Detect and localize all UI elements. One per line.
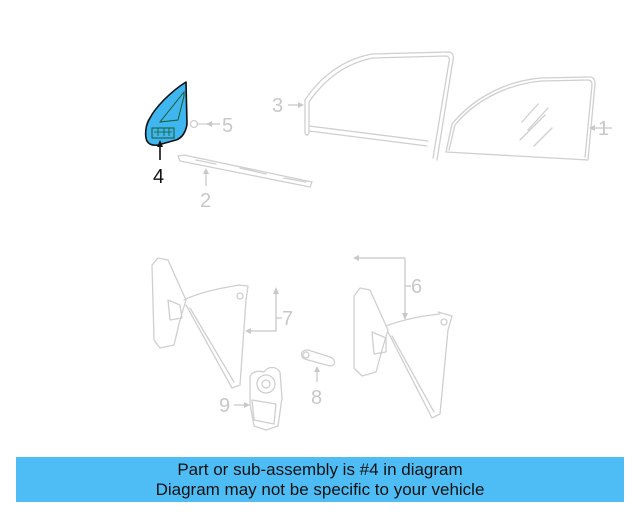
part-3-door-frame-weatherstrip — [304, 51, 454, 161]
svg-text:2: 2 — [200, 190, 211, 212]
svg-text:6: 6 — [411, 276, 422, 298]
callout-9[interactable]: 9 — [219, 395, 250, 417]
banner-part-note: Part or sub-assembly is #4 in diagram — [177, 459, 463, 479]
callout-6[interactable]: 6 — [353, 255, 422, 320]
part-5-screw — [189, 119, 208, 129]
part-8-clip — [300, 349, 336, 367]
callout-3[interactable]: 3 — [272, 95, 304, 117]
part-6-window-regulator-right — [353, 287, 453, 419]
part-9-window-motor — [249, 366, 283, 431]
svg-text:9: 9 — [219, 395, 230, 417]
svg-text:3: 3 — [272, 95, 283, 117]
part-1-door-glass — [445, 76, 596, 161]
callout-8[interactable]: 8 — [311, 366, 322, 409]
callout-7[interactable]: 7 — [245, 287, 293, 334]
parts-diagram: 4 5 2 3 1 — [144, 51, 612, 431]
svg-text:5: 5 — [222, 115, 233, 137]
svg-text:1: 1 — [598, 118, 609, 140]
part-2-channel-strip — [177, 154, 313, 188]
callout-2[interactable]: 2 — [200, 168, 211, 212]
part-4-quarter-vent-glass[interactable] — [144, 81, 188, 147]
svg-text:7: 7 — [282, 308, 293, 330]
banner-disclaimer: Diagram may not be specific to your vehi… — [155, 479, 485, 499]
svg-text:4: 4 — [153, 166, 164, 188]
part-7-window-regulator-left — [151, 257, 249, 389]
callout-5[interactable]: 5 — [206, 115, 233, 137]
part-info-banner: Part or sub-assembly is #4 in diagram Di… — [16, 457, 624, 502]
callout-4[interactable]: 4 — [153, 140, 164, 188]
svg-text:8: 8 — [311, 387, 322, 409]
callout-1[interactable]: 1 — [589, 118, 612, 140]
